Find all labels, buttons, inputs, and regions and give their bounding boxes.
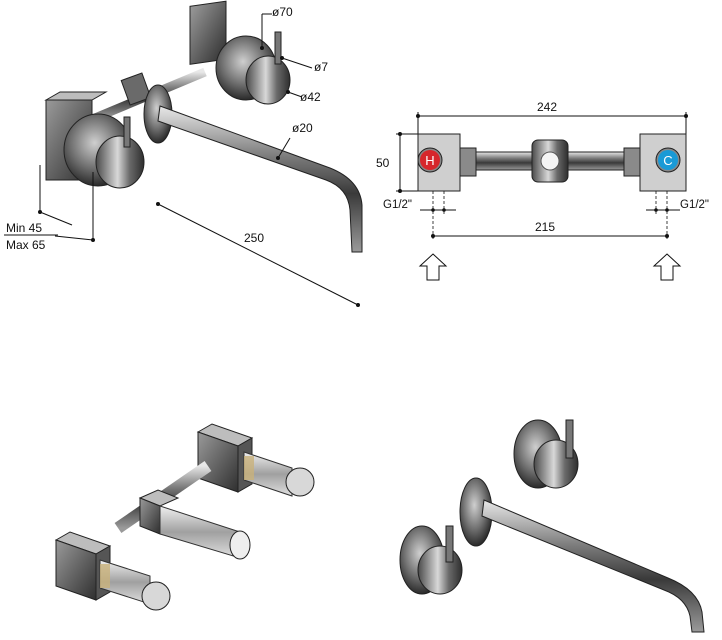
dim-d70-label: ø70 [272,5,293,19]
finished-faucet-view [399,419,705,633]
thread-left-label: G1/2" [383,199,412,211]
dim-d20-label: ø20 [292,121,313,135]
dim-max-label: Max 65 [6,238,46,252]
concealed-body-view [54,423,315,611]
cold-label: C [663,153,672,168]
dim-242-label: 242 [537,100,557,114]
finished-spout [481,499,705,633]
faucet-dimension-drawing: ø70 ø7 ø42 ø20 250 Min 45 Max 65 [4,0,363,307]
dim-50-label: 50 [376,156,390,170]
hot-inlet-arrow-icon [418,253,448,281]
dim-d7-label: ø7 [314,60,328,74]
right-handle [215,31,291,105]
lower-threaded-cartridge [99,559,171,611]
dim-215-label: 215 [535,220,555,234]
dim-250-label: 250 [244,231,264,245]
cold-indicator [658,150,678,170]
dim-min-label: Min 45 [6,221,42,235]
middle-diverter [138,489,251,560]
hot-label: H [425,153,434,168]
dim-d42-label: ø42 [300,90,321,104]
cold-inlet-arrow-icon [652,253,682,281]
finished-left-handle [399,525,463,595]
finished-right-handle [513,419,579,489]
hot-indicator [420,150,440,170]
thread-right-label: G1/2" [680,199,709,211]
front-view-drawing: 242 50 H C G1/2" G1 [376,100,709,281]
left-handle [63,113,145,189]
upper-threaded-cartridge [243,451,315,497]
spout [157,105,363,253]
